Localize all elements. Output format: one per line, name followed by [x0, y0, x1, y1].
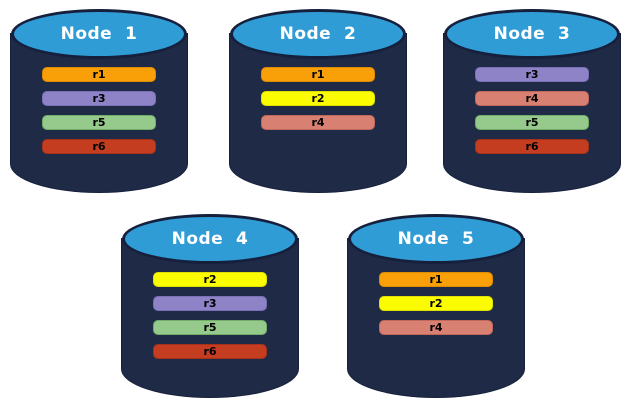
replica-bar: r3: [42, 91, 156, 106]
replica-bar: r1: [42, 67, 156, 82]
replica-bar: r2: [261, 91, 375, 106]
node-2-cylinder: Node 2 r1 r2 r4: [230, 9, 406, 192]
replica-bar: r6: [475, 139, 589, 154]
cylinder-top: Node 1: [11, 9, 187, 59]
replica-bar: r4: [261, 115, 375, 130]
replica-bar: r3: [475, 67, 589, 82]
cylinder-body: [122, 239, 298, 397]
node-3-cylinder: Node 3 r3 r4 r5 r6: [444, 9, 620, 192]
replica-bar: r3: [153, 296, 267, 311]
node-5-cylinder: Node 5 r1 r2 r4: [348, 214, 524, 397]
replica-bar: r1: [261, 67, 375, 82]
replica-bar: r6: [42, 139, 156, 154]
replica-list: r1 r3 r5 r6: [42, 67, 156, 154]
replica-bar: r4: [475, 91, 589, 106]
cylinder-body: [11, 34, 187, 192]
replica-bar: r5: [475, 115, 589, 130]
node-title: Node 5: [397, 229, 475, 249]
cylinder-top: Node 2: [230, 9, 406, 59]
cylinder-body: [230, 34, 406, 192]
cylinder-top: Node 4: [122, 214, 298, 264]
replica-bar: r2: [379, 296, 493, 311]
replica-bar: r2: [153, 272, 267, 287]
replica-list: r1 r2 r4: [379, 272, 493, 335]
replica-bar: r6: [153, 344, 267, 359]
node-title: Node 4: [171, 229, 249, 249]
node-1-cylinder: Node 1 r1 r3 r5 r6: [11, 9, 187, 192]
cylinder-body: [444, 34, 620, 192]
replica-bar: r1: [379, 272, 493, 287]
replica-list: r2 r3 r5 r6: [153, 272, 267, 359]
replica-list: r3 r4 r5 r6: [475, 67, 589, 154]
replica-bar: r5: [153, 320, 267, 335]
cylinder-top: Node 3: [444, 9, 620, 59]
node-title: Node 3: [493, 24, 571, 44]
replica-bar: r4: [379, 320, 493, 335]
node-title: Node 2: [279, 24, 357, 44]
cylinder-top: Node 5: [348, 214, 524, 264]
replica-bar: r5: [42, 115, 156, 130]
cylinder-body: [348, 239, 524, 397]
node-4-cylinder: Node 4 r2 r3 r5 r6: [122, 214, 298, 397]
node-title: Node 1: [60, 24, 138, 44]
replica-list: r1 r2 r4: [261, 67, 375, 130]
